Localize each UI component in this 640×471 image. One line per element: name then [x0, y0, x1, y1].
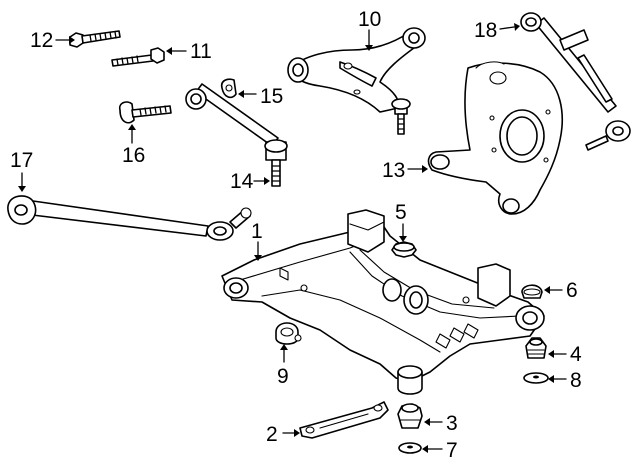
svg-text:4: 4: [570, 343, 582, 366]
callout-8: 8: [548, 369, 582, 392]
part-16-bolt: [118, 101, 172, 124]
callout-3: 3: [424, 412, 458, 435]
callout-16: 16: [122, 124, 145, 167]
callout-2: 2: [266, 423, 300, 446]
svg-text:9: 9: [277, 365, 289, 388]
svg-text:15: 15: [260, 85, 283, 108]
svg-text:18: 18: [474, 19, 497, 42]
part-6-mount-cap: [521, 284, 543, 299]
part-2-brace: [299, 401, 389, 439]
part-9-clamp: [275, 322, 302, 345]
callout-17: 17: [10, 149, 33, 192]
callout-13: 13: [382, 159, 428, 182]
svg-text:8: 8: [570, 369, 582, 392]
callout-15: 15: [238, 85, 283, 108]
part-14-link: [185, 83, 288, 187]
part-18-lateral-link: [520, 12, 631, 151]
part-8-washer: [523, 372, 549, 384]
part-3-bushing: [397, 403, 423, 429]
part-15-clip: [220, 78, 237, 99]
callout-11: 11: [166, 40, 212, 63]
callout-6: 6: [544, 279, 578, 302]
svg-text:2: 2: [266, 423, 278, 446]
svg-text:11: 11: [190, 40, 212, 63]
part-10-upper-control-arm: [287, 27, 426, 135]
callout-1: 1: [251, 220, 263, 261]
part-7-washer: [398, 442, 422, 454]
part-5-mount: [391, 241, 417, 258]
svg-text:3: 3: [446, 412, 458, 435]
svg-text:10: 10: [358, 8, 381, 31]
part-17-lower-link: [7, 195, 252, 241]
part-4-bushing: [525, 337, 547, 359]
callout-5: 5: [395, 201, 407, 242]
svg-text:16: 16: [122, 144, 145, 167]
svg-text:13: 13: [382, 159, 405, 182]
callout-18: 18: [474, 19, 520, 42]
svg-text:1: 1: [251, 220, 263, 243]
svg-text:17: 17: [10, 149, 33, 172]
callout-14: 14: [230, 170, 270, 193]
callout-7: 7: [422, 439, 458, 462]
svg-text:14: 14: [230, 170, 254, 193]
svg-text:12: 12: [30, 29, 53, 52]
callout-12: 12: [30, 29, 75, 52]
callout-9: 9: [277, 344, 289, 388]
callout-10: 10: [358, 8, 381, 51]
callout-4: 4: [548, 343, 582, 366]
part-11-bolt: [111, 47, 165, 67]
svg-text:5: 5: [395, 201, 407, 224]
svg-text:7: 7: [446, 439, 458, 462]
part-1-subframe: [221, 209, 545, 395]
part-12-bolt: [69, 30, 121, 48]
part-13-knuckle: [427, 61, 563, 215]
svg-text:6: 6: [566, 279, 578, 302]
